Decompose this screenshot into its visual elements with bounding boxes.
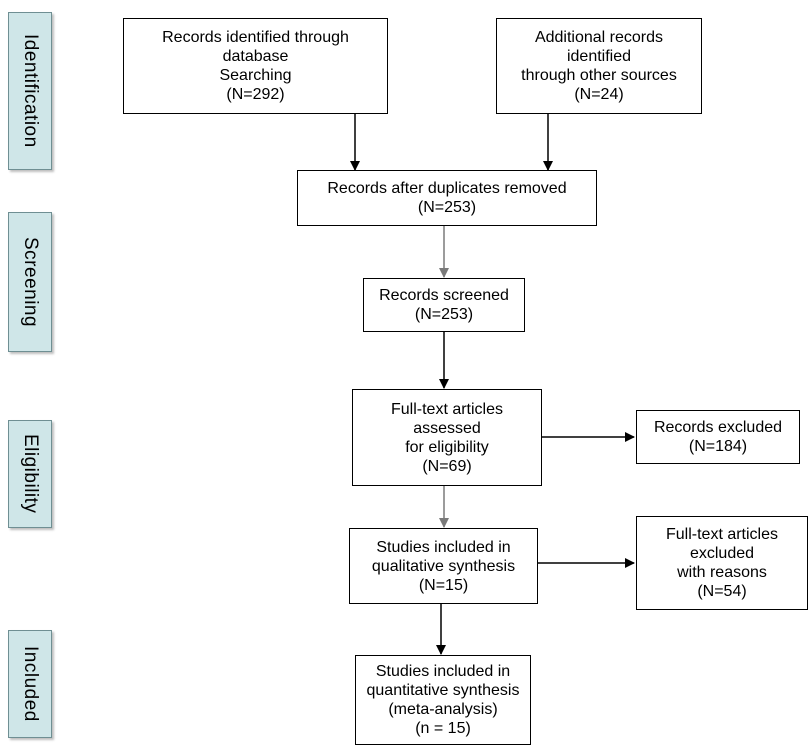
- box-count: (N=24): [574, 86, 624, 103]
- phase-included-label: Included: [20, 646, 41, 722]
- box-records-excluded: Records excluded (N=184): [636, 410, 800, 464]
- box-line: Studies included in: [376, 538, 511, 556]
- box-database-records: Records identified through database Sear…: [123, 18, 388, 114]
- box-line: with reasons: [677, 564, 767, 581]
- box-line: for eligibility: [405, 438, 489, 456]
- box-line: (meta-analysis): [388, 701, 498, 718]
- box-line: Records after duplicates removed: [327, 180, 567, 197]
- box-count: (N=253): [417, 199, 477, 216]
- box-records-screened: Records screened (N=253): [363, 278, 525, 332]
- box-line: identified: [566, 48, 632, 65]
- box-count: (N=292): [226, 86, 285, 103]
- box-fulltext-excluded: Full-text articles excluded with reasons…: [636, 516, 808, 610]
- box-line: qualitative synthesis: [371, 557, 516, 575]
- box-line: database: [222, 48, 289, 65]
- box-line: excluded: [689, 545, 755, 562]
- box-line: Records excluded: [653, 419, 783, 436]
- box-line: quantitative synthesis: [366, 682, 520, 699]
- box-line: Additional records: [534, 29, 664, 46]
- box-line: through other sources: [521, 67, 677, 84]
- box-line: Records identified through: [162, 29, 349, 46]
- box-line: Studies included in: [375, 663, 511, 680]
- box-qualitative-synthesis: Studies included in qualitative synthesi…: [349, 528, 538, 604]
- box-count: (N=15): [418, 576, 469, 594]
- box-line: Searching: [219, 67, 292, 84]
- phase-identification-label: Identification: [20, 34, 41, 148]
- phase-screening: Screening: [8, 212, 52, 352]
- phase-eligibility: Eligibility: [8, 420, 52, 528]
- box-count: (N=253): [414, 306, 474, 323]
- box-line: Records screened: [379, 287, 509, 304]
- box-duplicates-removed: Records after duplicates removed (N=253): [297, 170, 597, 226]
- phase-identification: Identification: [8, 12, 52, 170]
- phase-screening-label: Screening: [20, 236, 41, 328]
- box-count: (N=69): [422, 457, 472, 475]
- box-fulltext-assessed: Full-text articles assessed for eligibil…: [352, 389, 542, 486]
- box-line: Full-text articles: [390, 400, 504, 418]
- box-count: (N=54): [697, 583, 747, 600]
- box-count: (n = 15): [415, 720, 471, 737]
- box-line: Full-text articles: [665, 526, 779, 543]
- phase-eligibility-label: Eligibility: [20, 434, 41, 514]
- box-line: assessed: [413, 419, 481, 437]
- box-count: (N=184): [688, 438, 748, 455]
- phase-included: Included: [8, 630, 52, 738]
- box-other-sources: Additional records identified through ot…: [496, 18, 702, 114]
- box-quantitative-synthesis: Studies included in quantitative synthes…: [355, 655, 531, 745]
